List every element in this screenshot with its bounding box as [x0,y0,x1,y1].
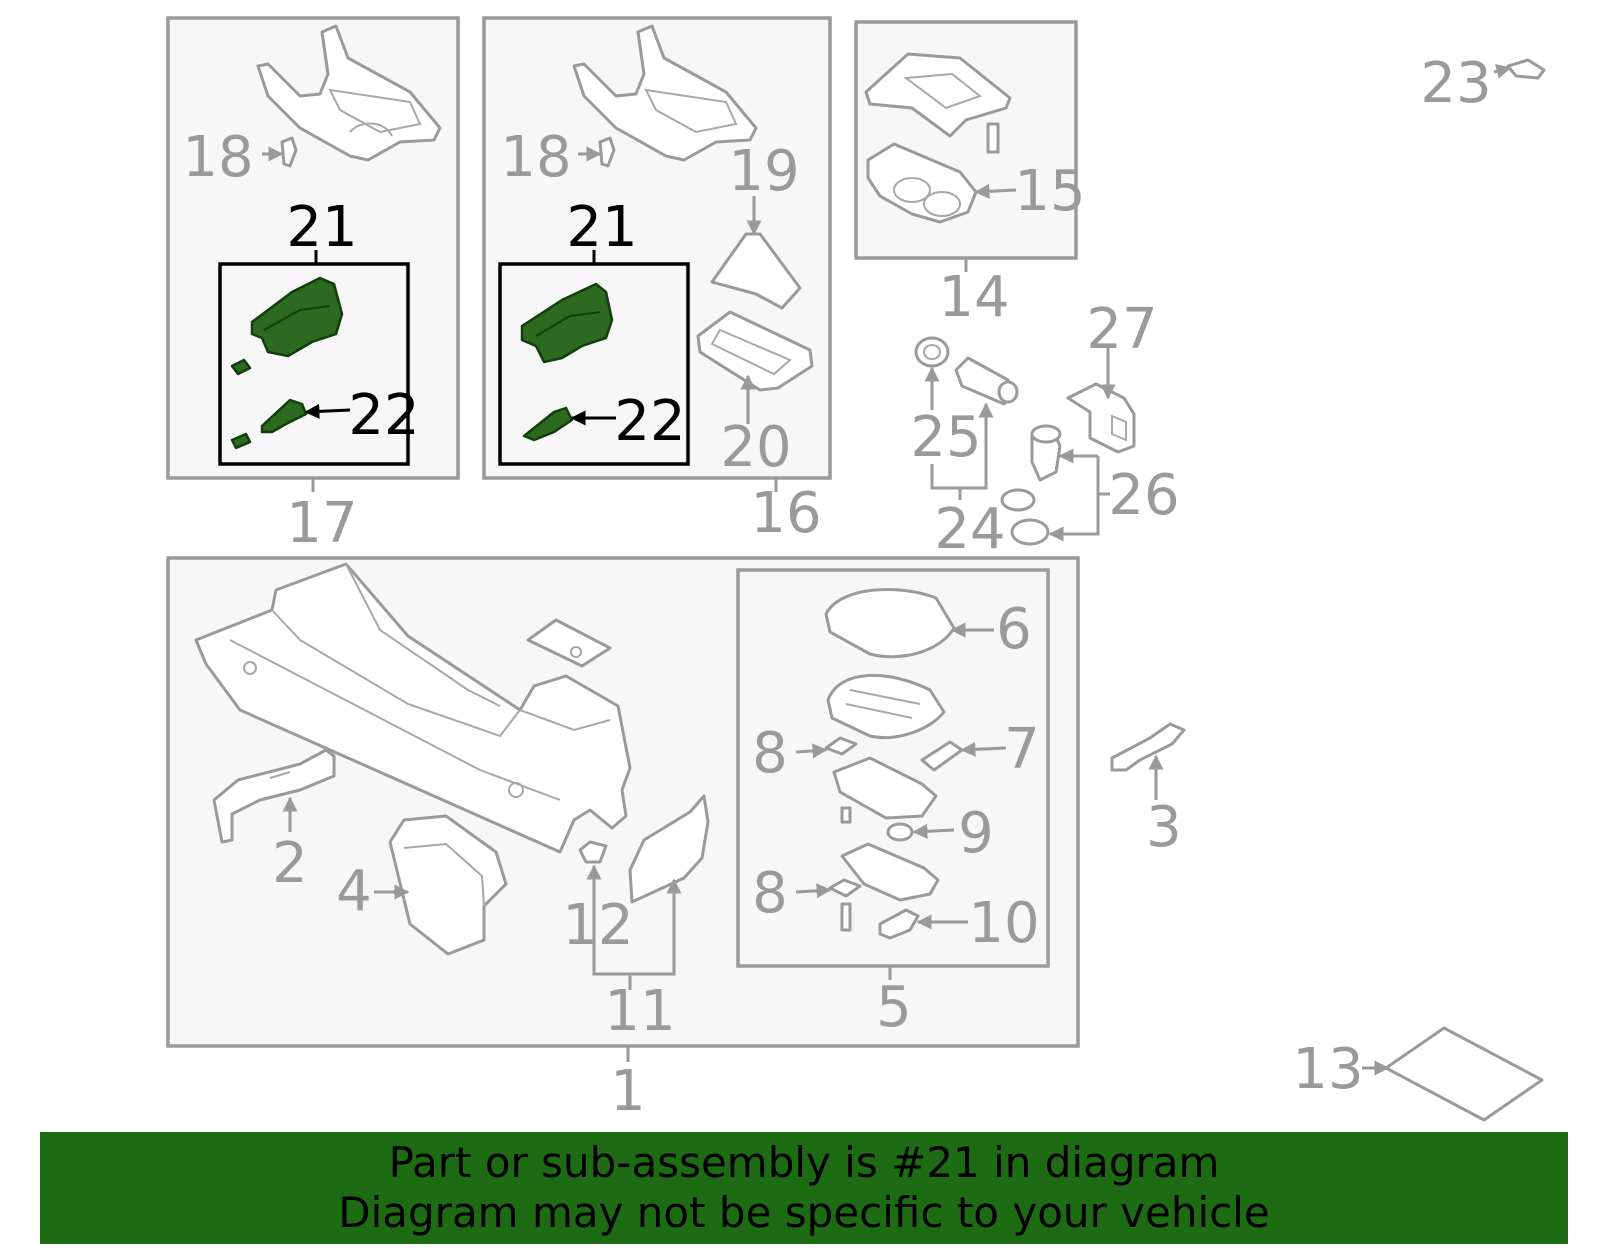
callout-10: 10 [968,891,1039,956]
callout-18-middle: 18 [500,125,571,190]
info-banner: Part or sub-assembly is #21 in diagram D… [40,1132,1568,1244]
callout-11: 11 [604,979,675,1044]
callout-labels: 1 2 3 4 5 6 7 8 8 9 10 11 12 13 14 15 16… [182,51,1491,1124]
callout-8-lower: 8 [752,861,788,926]
socket-26-lower-ring [1010,518,1050,546]
callout-25: 25 [910,405,981,470]
callout-16: 16 [750,481,821,546]
part-21-screw-left-b [230,432,252,450]
callout-23: 23 [1420,51,1491,116]
callout-22-left: 22 [348,383,419,448]
bracket-2 [212,748,336,844]
callout-4: 4 [336,859,372,924]
banner-line-part: Part or sub-assembly is #21 in diagram [388,1138,1220,1187]
callout-8-upper: 8 [752,721,788,786]
cup-holder-15 [866,142,978,224]
callout-27: 27 [1086,297,1157,362]
socket-26-lower-cap [1000,488,1036,512]
clip-8-bottom [828,878,862,898]
callout-13: 13 [1292,1037,1363,1102]
callout-12: 12 [562,893,633,958]
part-21-shifter-bezel-left[interactable] [250,276,344,358]
cover-12 [578,840,608,864]
part-22-bracket-left [260,398,308,434]
part-21-shifter-bezel-right[interactable] [520,282,614,364]
callout-18-left: 18 [182,125,253,190]
armrest-tray [840,842,940,902]
console-pad [526,618,612,668]
callout-24: 24 [934,497,1005,562]
screw-5b [840,902,852,932]
callout-22-right: 22 [614,389,685,454]
loose-parts [914,58,1546,1122]
group-17-box [166,16,460,492]
callout-14: 14 [938,265,1009,330]
armrest-base [832,756,938,820]
group-14-box [854,20,1078,272]
callout-6: 6 [996,597,1032,662]
callout-17: 17 [286,491,357,556]
switch-27 [1066,382,1136,454]
upper-trim-14 [864,52,1012,138]
part-21-screw-left-a [230,358,252,376]
callout-19: 19 [728,139,799,204]
group-5-box [736,568,1050,980]
callout-15: 15 [1014,159,1085,224]
banner-line-disclaimer: Diagram may not be specific to your vehi… [338,1188,1270,1237]
part-21-frame-left [218,262,410,466]
side-panel-11 [628,794,710,904]
bracket-3 [1110,722,1186,772]
group-16-box [482,16,832,492]
screw-5a [840,806,852,824]
callout-21-right: 21 [566,195,637,260]
callout-2: 2 [272,831,308,896]
callout-7: 7 [1004,717,1040,782]
clip-8-top [824,736,858,756]
callout-3: 3 [1146,795,1182,860]
callout-5: 5 [876,975,912,1040]
callout-20: 20 [720,415,791,480]
clip-18-left [280,136,298,168]
clip-18-middle [598,136,616,168]
washer-9 [886,822,914,842]
screw-14 [986,122,1000,154]
mat-13 [1384,1026,1544,1122]
ring-25 [914,336,950,368]
clip-23 [1506,58,1546,80]
storage-bin-4 [388,814,508,956]
latch-10 [878,908,920,940]
shift-indicator-20 [696,310,814,392]
callout-1: 1 [610,1059,646,1124]
callout-9: 9 [958,801,994,866]
callout-21-left: 21 [286,195,357,260]
callout-26: 26 [1108,463,1179,528]
